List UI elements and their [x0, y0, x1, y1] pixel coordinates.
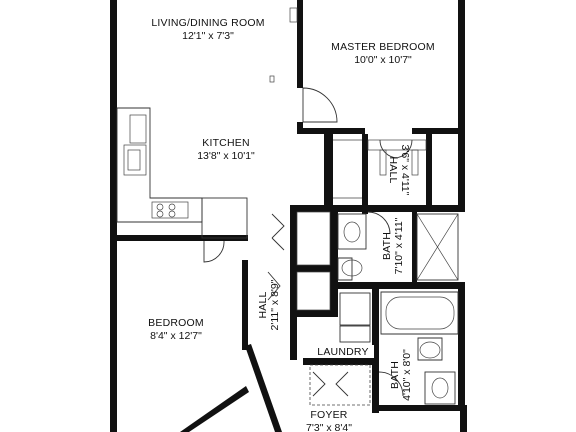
laundry-name: LAUNDRY — [317, 346, 368, 358]
walls — [110, 0, 467, 432]
hall-left-dims: 2'11" x 8'9" — [269, 279, 281, 330]
living-name: LIVING/DINING ROOM — [151, 17, 264, 29]
bath-top-dims: 7'10" x 4'11" — [393, 217, 405, 274]
room-labels: LIVING/DINING ROOM 12'1" x 7'3" MASTER B… — [148, 17, 435, 432]
bath-bottom-name: BATH — [389, 361, 401, 389]
fixtures — [116, 7, 459, 406]
hall-top-name: HALL — [387, 156, 399, 183]
living-dims: 12'1" x 7'3" — [182, 30, 234, 42]
hall-top-dims: 3'6" x 4'11" — [399, 145, 411, 196]
kitchen-name: KITCHEN — [202, 137, 250, 149]
bedroom-dims: 8'4" x 12'7" — [150, 330, 202, 342]
kitchen-dims: 13'8" x 10'1" — [197, 150, 255, 162]
foyer-dims: 7'3" x 8'4" — [306, 422, 352, 432]
foyer-name: FOYER — [310, 409, 347, 421]
master-dims: 10'0" x 10'7" — [354, 54, 412, 66]
bedroom-name: BEDROOM — [148, 317, 204, 329]
hall-left-name: HALL — [257, 291, 269, 318]
master-name: MASTER BEDROOM — [331, 41, 435, 53]
bath-bottom-dims: 4'10" x 8'0" — [401, 349, 413, 401]
bath-top-name: BATH — [381, 232, 393, 260]
